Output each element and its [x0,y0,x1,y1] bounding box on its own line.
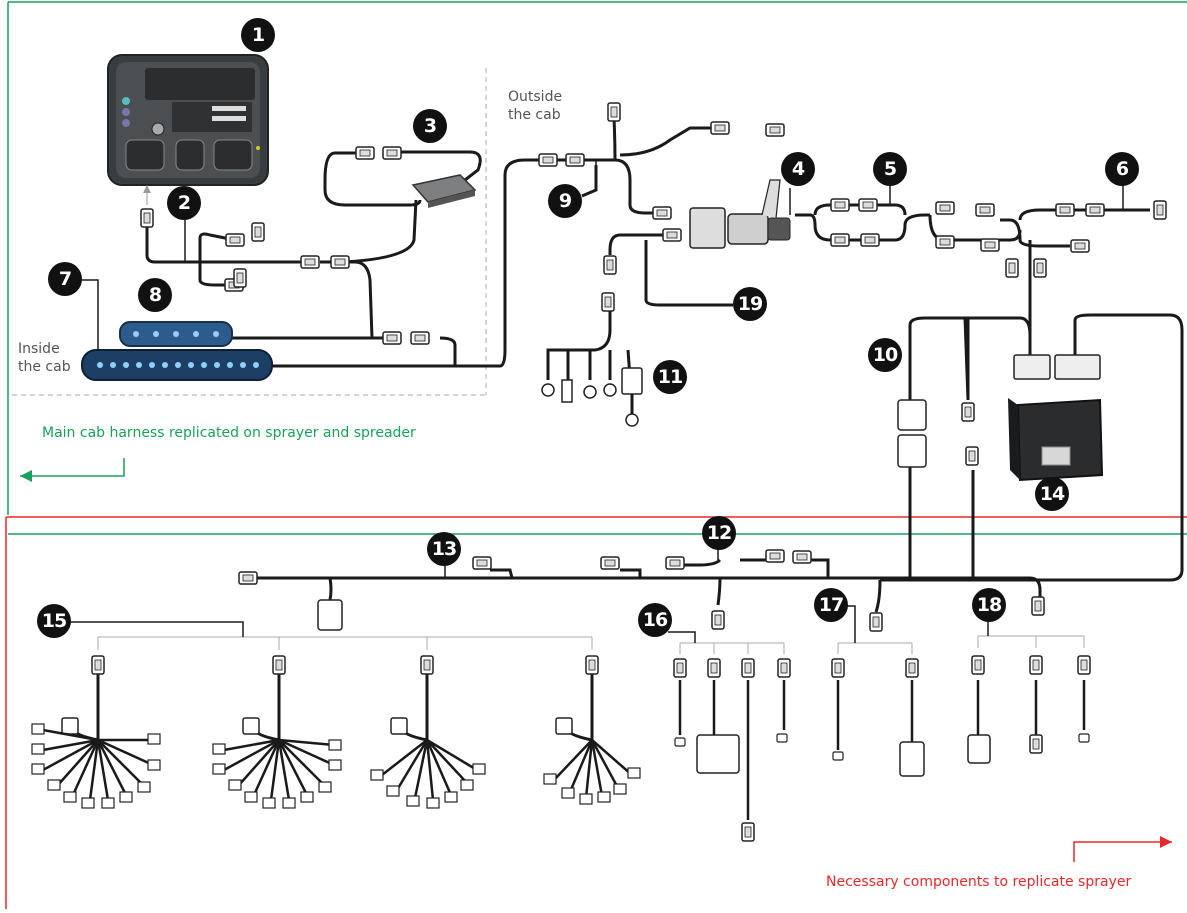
distribution-lines [97,635,1085,654]
switch-box [119,321,233,347]
callout-15: 15 [37,604,71,638]
callout-leaders-top [595,160,1124,215]
callout-7: 7 [48,262,82,296]
callout-6: 6 [1105,152,1139,186]
relay-connectors [897,399,927,468]
callout-18: 18 [972,588,1006,622]
cab-note-arrow [20,458,125,482]
callout-16: 16 [638,603,672,637]
callout-11: 11 [653,360,687,394]
callout-10: 10 [868,338,902,372]
boom-connectors [238,549,1045,632]
display-terminal [107,54,269,186]
callout-3: 3 [413,109,447,143]
sensor-harnesses [673,655,1091,842]
cab-harness-note: Main cab harness replicated on sprayer a… [42,425,416,441]
boom-cables [250,558,1042,613]
round-connector [689,179,791,249]
foot-switch [411,174,477,208]
cab-cables [145,150,540,368]
callout-8: 8 [138,278,172,312]
power-terminals [541,367,643,427]
callout-9: 9 [548,184,582,218]
callout-leader-7 [82,279,99,350]
boom-switch-panel [81,349,273,381]
callout-13: 13 [427,532,461,566]
callout-17: 17 [814,588,848,622]
callout-4: 4 [781,152,815,186]
callout-12: 12 [702,516,736,550]
inside-cab-label: Inside the cab [18,341,71,375]
sprayer-components-note: Necessary components to replicate spraye… [826,874,1132,890]
callout-2: 2 [167,186,201,220]
sprayer-note-arrow [1073,836,1172,862]
sprayer-section-frame [5,516,1187,909]
ecu-module [1008,354,1104,482]
outside-cables [540,117,1184,582]
callout-5: 5 [873,152,907,186]
outside-cab-label: Outside the cab [508,89,563,123]
callout-14: 14 [1035,477,1069,511]
callout-19: 19 [733,287,767,321]
callout-1: 1 [241,18,275,52]
section-harness-fans [31,656,641,809]
callout-leaders-bottom [68,548,989,643]
cab-section-frame [7,1,1187,535]
